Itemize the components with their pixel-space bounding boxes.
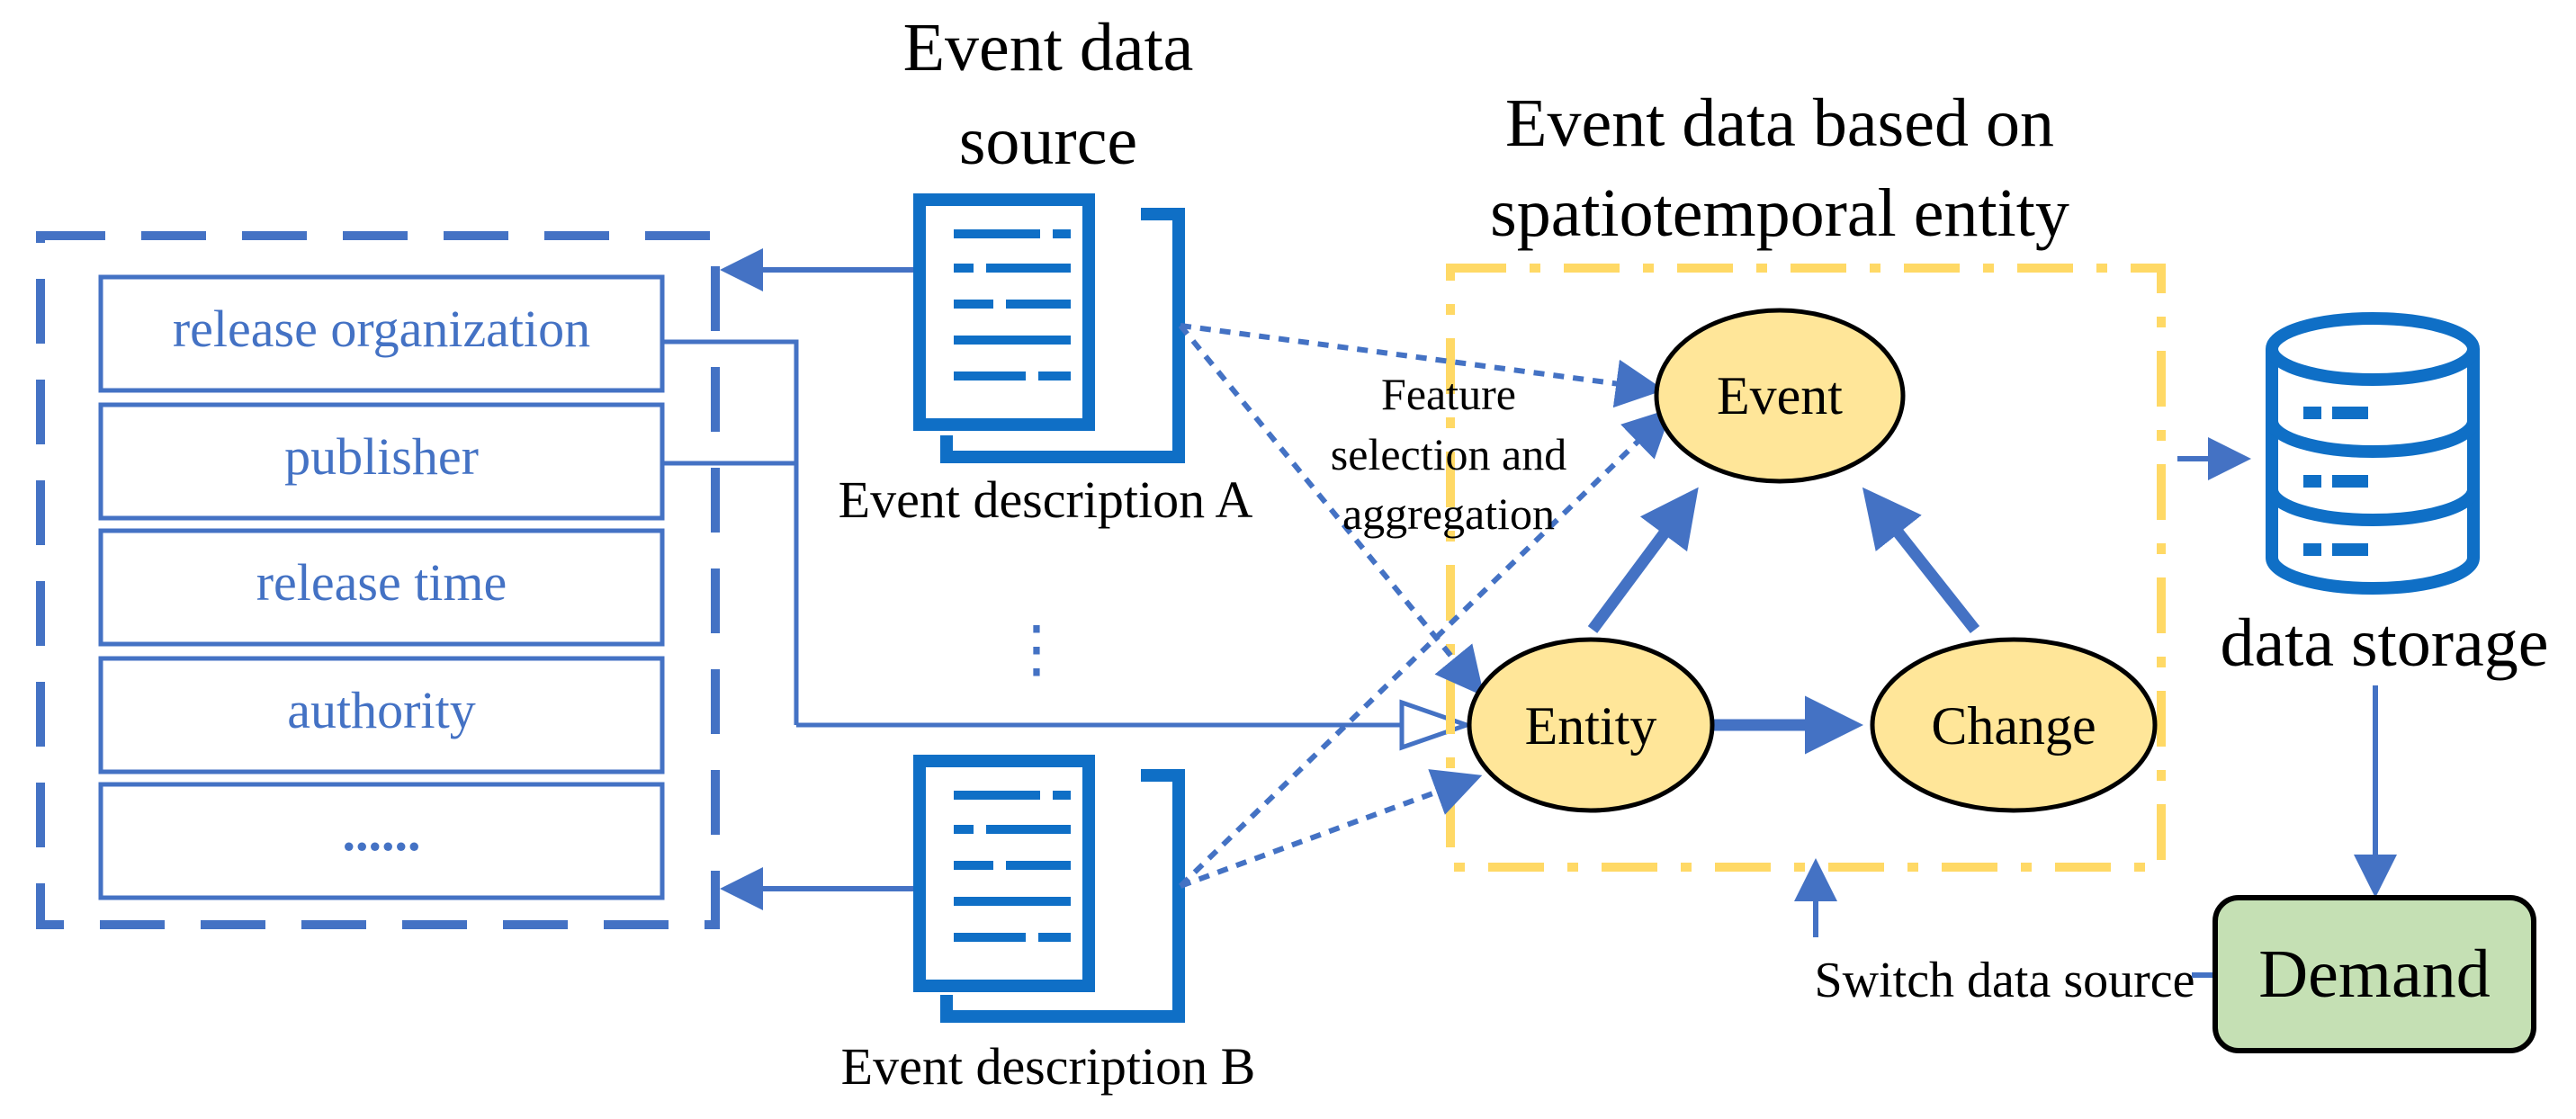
event-node bbox=[1654, 308, 1906, 484]
attribute-group-border bbox=[36, 231, 720, 929]
attribute-label-authority: authority bbox=[287, 681, 475, 739]
attribute-box-release-organization bbox=[98, 274, 665, 393]
attribute-box-more bbox=[98, 782, 665, 900]
attribute-box-release-time bbox=[98, 528, 665, 647]
dotted-connectors bbox=[1178, 323, 1673, 889]
change-node bbox=[1870, 637, 2158, 813]
source-title-line1: Event data bbox=[903, 10, 1194, 85]
demand-box bbox=[2212, 895, 2536, 1053]
change-node-label: Change bbox=[1931, 696, 2096, 756]
database-icon bbox=[2266, 312, 2480, 595]
source-title-line2: source bbox=[959, 103, 1137, 179]
document-a-label: Event description A bbox=[839, 470, 1253, 529]
switch-data-source-label: Switch data source bbox=[1815, 953, 2195, 1008]
event-node-label: Event bbox=[1717, 366, 1843, 425]
annotation-line1: Feature bbox=[1381, 369, 1516, 419]
entity-node bbox=[1467, 637, 1715, 813]
hollow-arrowhead-entity bbox=[1399, 699, 1474, 751]
entity-group-border bbox=[1446, 264, 2166, 872]
arrow-entity-to-event bbox=[1587, 487, 1699, 633]
connector-organization bbox=[662, 339, 799, 725]
entity-title-line2: spatiotemporal entity bbox=[1490, 175, 2069, 251]
attribute-list: release organization publisher release t… bbox=[98, 274, 665, 900]
attribute-box-publisher bbox=[98, 402, 665, 521]
attribute-label-publisher: publisher bbox=[284, 427, 479, 486]
attribute-box-authority bbox=[98, 656, 665, 774]
entity-title-line1: Event data based on bbox=[1505, 85, 2054, 161]
document-b-icon bbox=[913, 755, 1185, 1023]
attribute-label-release-time: release time bbox=[256, 553, 507, 612]
entity-node-label: Entity bbox=[1525, 696, 1657, 756]
attribute-label-release-organization: release organization bbox=[173, 300, 590, 358]
document-b-label: Event description B bbox=[841, 1037, 1256, 1096]
documents-ellipsis: ⋮ bbox=[1005, 615, 1068, 685]
arrow-change-to-event bbox=[1862, 487, 1980, 634]
annotation-line2: selection and bbox=[1331, 429, 1566, 479]
document-a-icon bbox=[913, 193, 1185, 463]
annotation-line3: aggregation bbox=[1342, 488, 1555, 539]
demand-label: Demand bbox=[2258, 936, 2490, 1012]
attribute-label-more: ...... bbox=[343, 803, 421, 862]
data-storage-label: data storage bbox=[2220, 605, 2548, 681]
